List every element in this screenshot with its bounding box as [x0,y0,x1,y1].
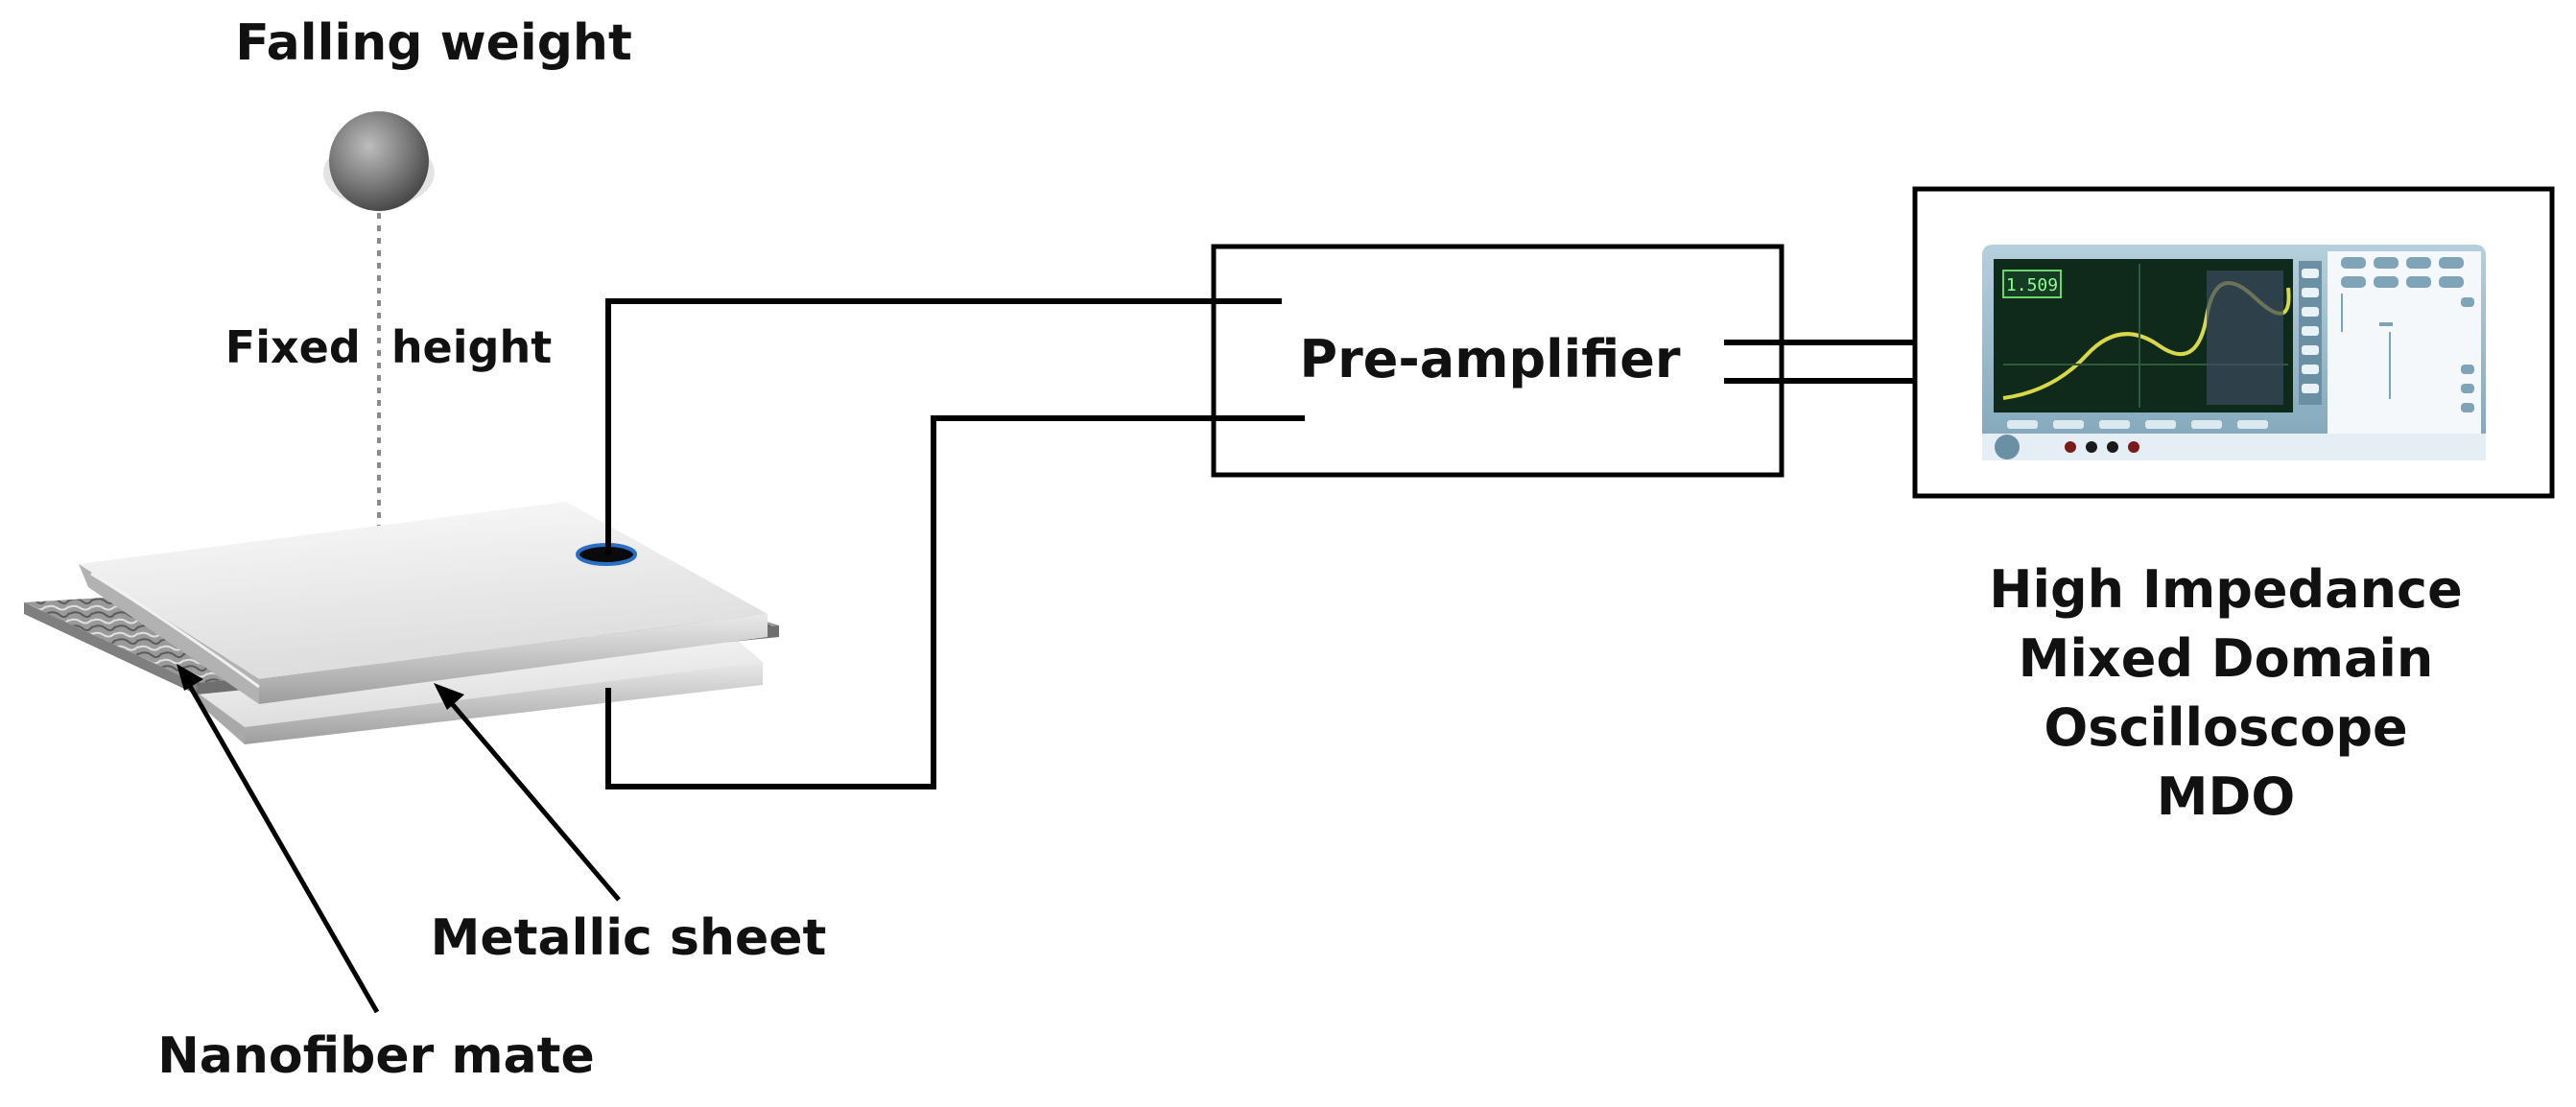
bottom-electrode-wire [605,415,1305,789]
scope-readout: 1.509 [2006,275,2058,295]
scope-control-panel [2341,257,2474,412]
metallic-sheet-arrow [447,698,621,902]
bottom-metallic-sheet [192,633,763,744]
falling-weight-ball [323,111,435,211]
sensor-stack [24,502,779,744]
scope-input-jacks [2065,441,2139,453]
oscilloscope-caption: High Impedance Mixed Domain Oscilloscope… [1989,559,2462,827]
top-electrode-wire [605,298,1282,554]
falling-weight-label: Falling weight [235,14,632,72]
fixed-height-label: Fixed height [225,321,552,373]
scope-power-knob [1995,435,2020,459]
pre-amplifier-label: Pre-amplifier [1300,329,1681,389]
signal-wires [605,298,1961,789]
metallic-sheet-label: Metallic sheet [431,909,827,967]
oscilloscope-caption-line2: Mixed Domain [2019,628,2434,689]
oscilloscope-caption-line1: High Impedance [1989,559,2462,620]
oscilloscope-caption-line3: Oscilloscope [2044,697,2407,758]
scope-side-buttons [2302,269,2319,393]
nanofiber-mate-label: Nanofiber mate [157,1027,595,1085]
oscilloscope-device: 1.509 [1982,245,2486,460]
oscilloscope-caption-line4: MDO [2157,766,2295,827]
scope-bottom-buttons [2007,420,2268,429]
nanofiber-mat-arrow [184,679,380,1014]
pointer-arrows [177,664,621,1014]
pre-amplifier-box [1211,244,1784,478]
